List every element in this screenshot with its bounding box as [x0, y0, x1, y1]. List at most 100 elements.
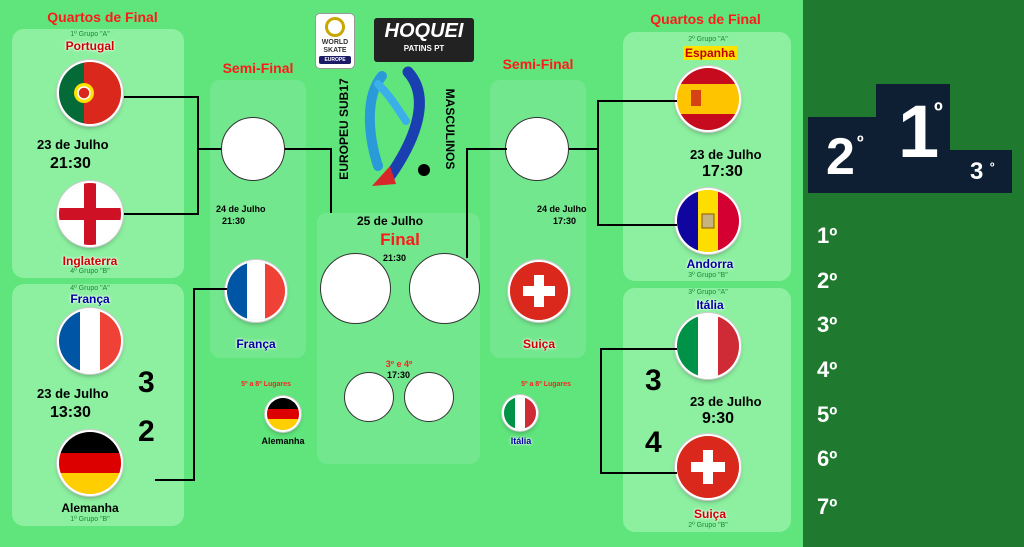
- world-skate-word-3: EUROPE: [319, 56, 351, 64]
- left-qf1-date: 23 de Julho: [37, 137, 109, 152]
- portugal-flag-icon: [59, 62, 121, 124]
- left-qf2-date: 23 de Julho: [37, 386, 109, 401]
- left-qf2-score-b: 2: [138, 415, 155, 448]
- left-placing-team: Alemanha: [261, 436, 305, 446]
- event-title-vertical: EUROPEU SUB17: [334, 72, 354, 192]
- team-andorra-label: Andorra: [686, 257, 734, 271]
- right-sf-team-label: Suiça: [522, 337, 555, 351]
- bracket-line: [600, 472, 677, 474]
- world-skate-word-1: WORLD: [321, 39, 349, 46]
- bracket-line: [466, 148, 468, 258]
- right-sf-date: 24 de Julho: [537, 204, 587, 214]
- team-inglaterra-label: Inglaterra: [62, 254, 118, 268]
- seed-franca: 4º Grupo "A": [70, 285, 110, 292]
- hoquei-logo: HOQUEI PATINS PT: [374, 18, 474, 62]
- italy-flag-icon: [677, 315, 739, 377]
- bracket-line: [600, 348, 602, 474]
- world-skate-word-2: SKATE: [323, 47, 347, 54]
- seed-espanha: 2º Grupo "A": [688, 36, 728, 43]
- germany-placing-flag-icon: [267, 398, 299, 430]
- third-place-time: 17:30: [387, 370, 411, 380]
- ranking-5: 5º: [817, 402, 838, 427]
- bracket-line: [597, 224, 677, 226]
- bracket-line: [197, 148, 221, 150]
- seed-alemanha: 1º Grupo "B": [70, 516, 110, 523]
- switzerland-flag-icon: [677, 436, 739, 498]
- right-qf2-score-a: 3: [645, 364, 662, 397]
- ranking-6: 6º: [817, 446, 838, 471]
- left-qf2-time: 13:30: [50, 404, 91, 421]
- right-semis-title: Semi-Final: [502, 56, 574, 72]
- final-panel: [317, 213, 480, 464]
- france-flag-icon: [59, 310, 121, 372]
- right-qf2-score-b: 4: [645, 426, 662, 459]
- podium-second-block: [808, 117, 876, 193]
- germany-flag-icon: [59, 432, 121, 494]
- bracket-line: [193, 288, 227, 290]
- ribbon-logo-icon: [360, 66, 440, 196]
- bracket-line: [285, 148, 331, 150]
- podium-third-block: [950, 150, 1012, 193]
- team-espanha-label: Espanha: [683, 46, 738, 60]
- podium-third-label: 3: [970, 158, 984, 185]
- podium-first-deg: º: [934, 98, 943, 125]
- left-sf-time: 21:30: [222, 216, 246, 226]
- bracket-line: [124, 96, 198, 98]
- france-sf-flag-icon: [227, 262, 285, 320]
- right-sf-slot-top: [505, 117, 569, 181]
- bracket-line: [155, 479, 195, 481]
- england-flag-icon: [59, 183, 121, 245]
- podium-first-label: 1: [898, 90, 940, 173]
- final-time: 21:30: [383, 253, 407, 263]
- hoquei-logo-sub: PATINS PT: [403, 44, 445, 53]
- bracket-line: [467, 148, 507, 150]
- final-slot-left: [320, 253, 391, 324]
- spain-flag-icon: [677, 68, 739, 130]
- andorra-flag-icon: [677, 190, 739, 252]
- team-italia-label: Itália: [696, 298, 724, 312]
- bracket-line: [569, 148, 599, 150]
- left-semis-title: Semi-Final: [222, 60, 294, 76]
- seed-suica: 2º Grupo "B": [688, 522, 728, 529]
- right-qf2-time: 9:30: [702, 410, 735, 427]
- bracket-line: [330, 148, 332, 258]
- left-qf2-score-a: 3: [138, 366, 155, 399]
- left-sf-team-label: França: [236, 337, 276, 351]
- bracket-line: [600, 348, 677, 350]
- right-qf2-date: 23 de Julho: [690, 394, 762, 409]
- bracket-line: [193, 288, 195, 481]
- ranking-1: 1º: [817, 223, 838, 248]
- left-quarters-title: Quartos de Final: [47, 9, 158, 25]
- left-sf-date: 24 de Julho: [216, 204, 266, 214]
- bracket-line: [597, 100, 599, 226]
- seed-portugal: 1º Grupo "A": [70, 31, 110, 38]
- podium-second-deg: º: [857, 132, 864, 152]
- seed-andorra: 3º Grupo "B": [688, 272, 728, 279]
- team-suica-label: Suiça: [693, 507, 726, 521]
- right-sf-time: 17:30: [553, 216, 577, 226]
- event-gender-text: MASCULINOS: [443, 88, 457, 170]
- third-slot-left: [344, 372, 394, 422]
- final-slot-right: [409, 253, 480, 324]
- seed-italia: 3º Grupo "A": [688, 289, 728, 296]
- ranking-2: 2º: [817, 268, 838, 293]
- ranking-3: 3º: [817, 312, 838, 337]
- left-placings-label: 5º a 8º Lugares: [241, 381, 291, 388]
- final-title: Final: [380, 230, 420, 249]
- seed-inglaterra: 4º Grupo "B": [70, 268, 110, 275]
- italy-placing-flag-icon: [504, 397, 536, 429]
- hoquei-logo-text: HOQUEI: [384, 20, 464, 42]
- right-qf1-time: 17:30: [702, 163, 743, 180]
- bracket-line: [597, 100, 677, 102]
- podium-second-label: 2: [826, 128, 855, 186]
- right-placings-label: 5º a 8º Lugares: [521, 381, 571, 388]
- switzerland-sf-flag-icon: [510, 262, 568, 320]
- right-qf1-date: 23 de Julho: [690, 147, 762, 162]
- event-title-text: EUROPEU SUB17: [337, 78, 351, 180]
- podium-first-block: [876, 84, 950, 193]
- bracket-line: [197, 96, 199, 215]
- team-franca-label: França: [70, 292, 110, 306]
- ranking-4: 4º: [817, 357, 838, 382]
- right-quarters-title: Quartos de Final: [650, 11, 761, 27]
- ranking-7: 7º: [817, 494, 838, 519]
